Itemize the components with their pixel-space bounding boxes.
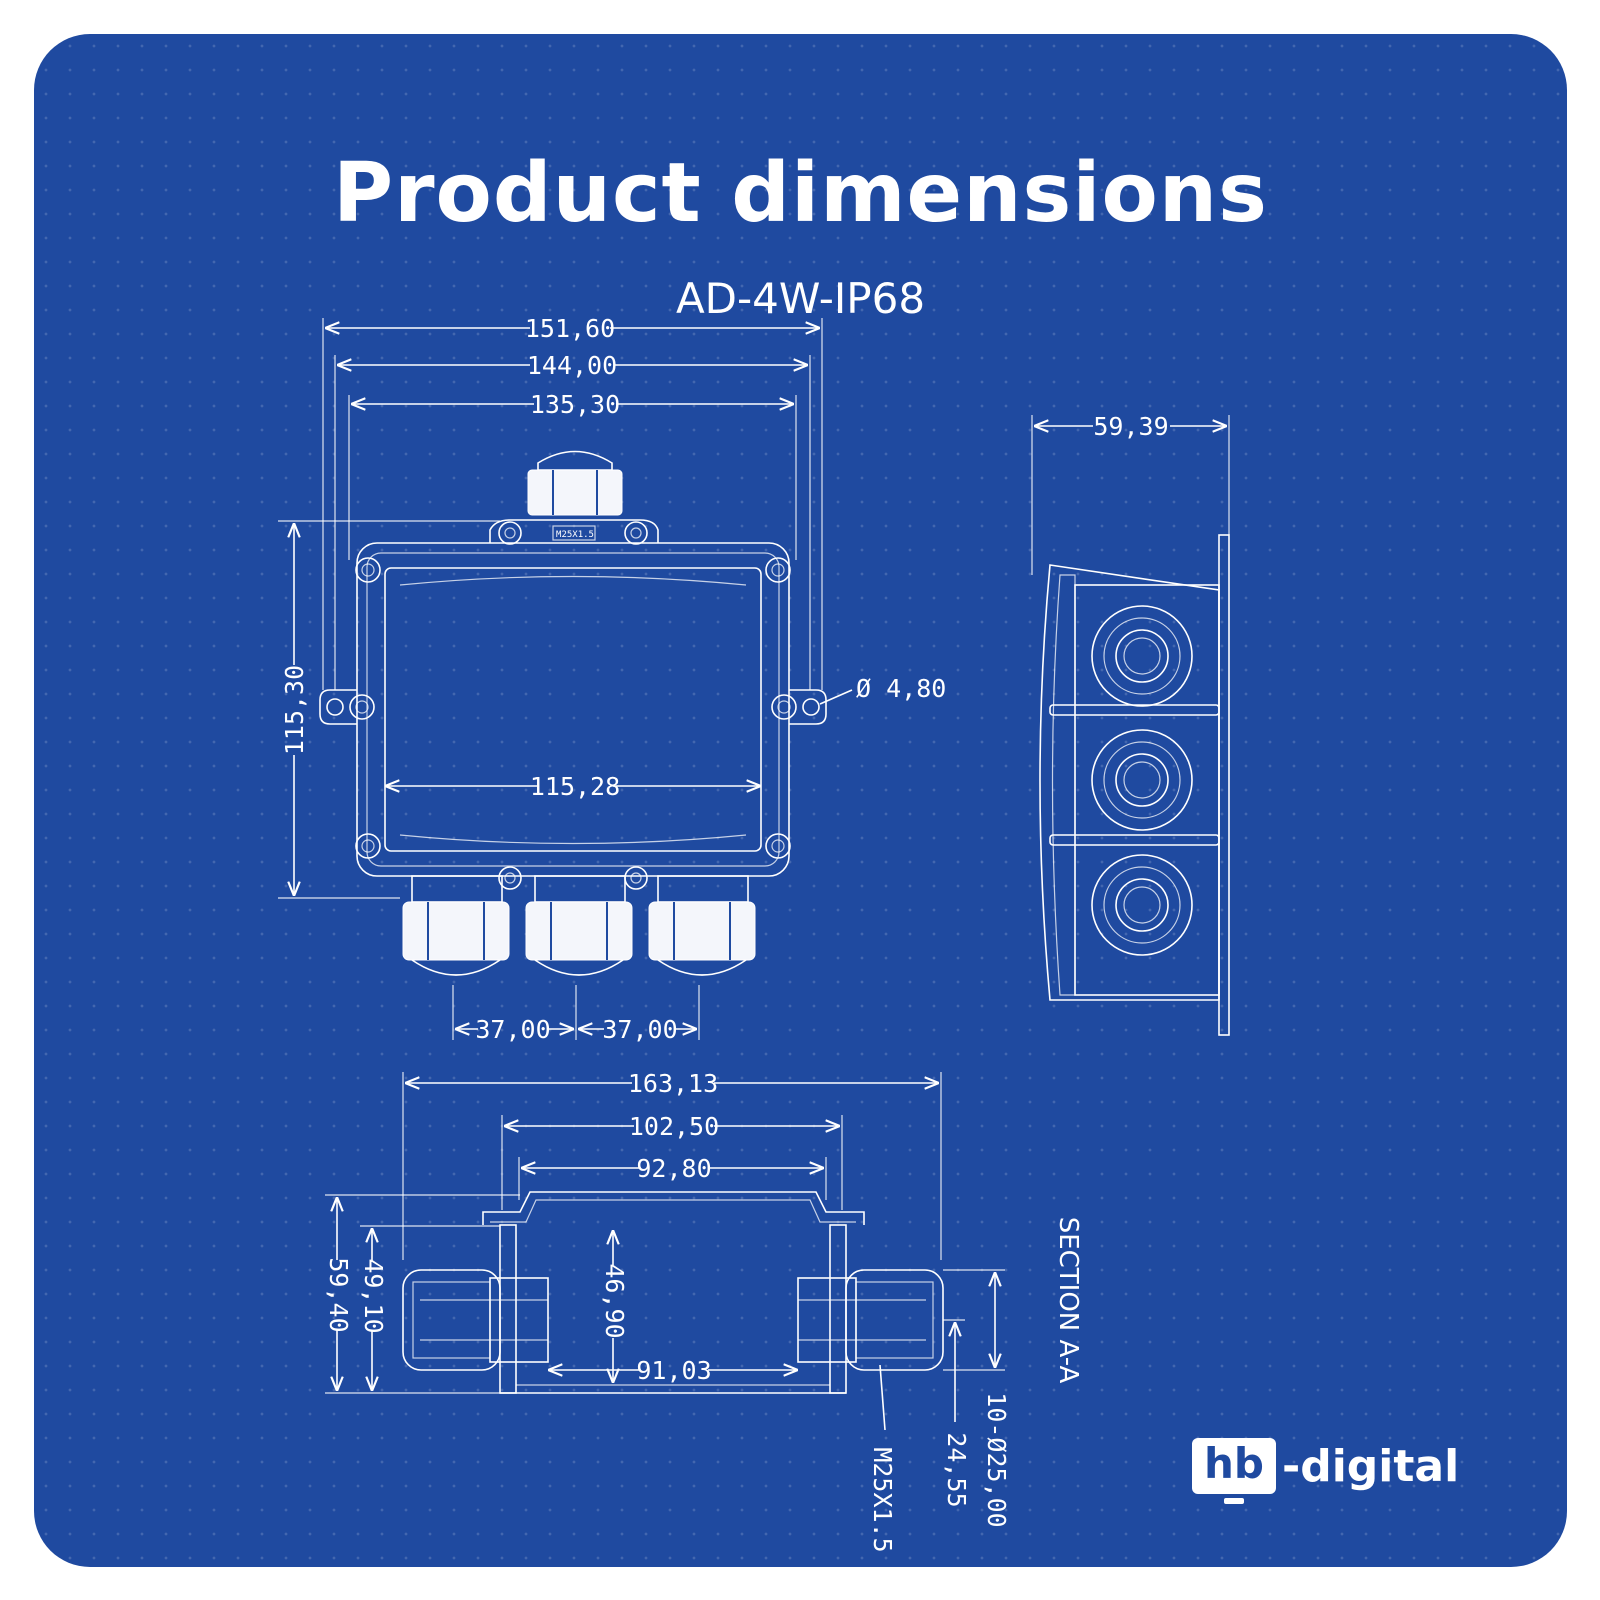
dim-gland-offset: 24,55 <box>942 1432 971 1507</box>
side-gland-2 <box>1091 729 1193 831</box>
dim-section-length-b: 92,80 <box>636 1154 711 1183</box>
enclosure-lid <box>384 567 762 852</box>
section-label: SECTION A-A <box>1053 1217 1083 1384</box>
cable-gland-bottom-2 <box>525 875 633 976</box>
dim-section-length-a: 102,50 <box>629 1112 719 1141</box>
dim-section-body-height: 49,10 <box>359 1258 388 1333</box>
side-gland-3 <box>1091 854 1193 956</box>
dim-inner-height: 46,90 <box>600 1263 629 1338</box>
section-gland-right <box>797 1269 944 1371</box>
brand-logo-box: hb <box>1192 1438 1276 1504</box>
dim-width-overall: 151,60 <box>525 314 615 343</box>
dim-inner-length: 91,03 <box>636 1356 711 1385</box>
dim-height-overall: 115,30 <box>280 665 309 755</box>
dim-inner-width: 115,28 <box>530 772 620 801</box>
enclosure-outline <box>356 542 790 877</box>
dim-gland-pitch-right: 37,00 <box>602 1015 677 1044</box>
cable-gland-bottom-3 <box>648 875 756 976</box>
brand-logo-text: -digital <box>1281 1440 1460 1492</box>
screw-bosses <box>349 521 797 890</box>
dim-depth: 59,39 <box>1093 412 1168 441</box>
back-plate <box>1218 534 1230 1036</box>
dim-gland-pitch-left: 37,00 <box>475 1015 550 1044</box>
thread-label: M25X1.5 <box>868 1447 897 1552</box>
dim-section-height: 59,40 <box>324 1257 353 1332</box>
side-view: 59,39 <box>1031 412 1230 1036</box>
top-view: 151,60 144,00 135,30 115,30 <box>278 314 946 1044</box>
model-number: AD-4W-IP68 <box>675 274 926 323</box>
cable-gland-top: M25X1.5 <box>527 450 623 540</box>
mounting-ears <box>319 689 827 725</box>
section-view: 163,13 102,50 92,80 <box>324 1069 1083 1553</box>
cable-gland-bottom-1 <box>402 875 510 976</box>
side-gland-1 <box>1091 605 1193 707</box>
page-title: Product dimensions <box>333 146 1268 241</box>
dim-cable-range: 10-Ø25,00 <box>982 1392 1011 1527</box>
dim-width-mounting: 144,00 <box>527 351 617 380</box>
gland-marking: M25X1.5 <box>556 530 594 540</box>
dim-width-body: 135,30 <box>530 390 620 419</box>
brand-logo: hb -digital <box>1192 1436 1460 1504</box>
dim-section-length: 163,13 <box>628 1069 718 1098</box>
blueprint-card: Product dimensions AD-4W-IP68 <box>34 34 1567 1567</box>
section-lid <box>482 1191 865 1225</box>
section-gland-left <box>402 1269 549 1371</box>
dim-hole-diameter: Ø 4,80 <box>856 674 946 703</box>
